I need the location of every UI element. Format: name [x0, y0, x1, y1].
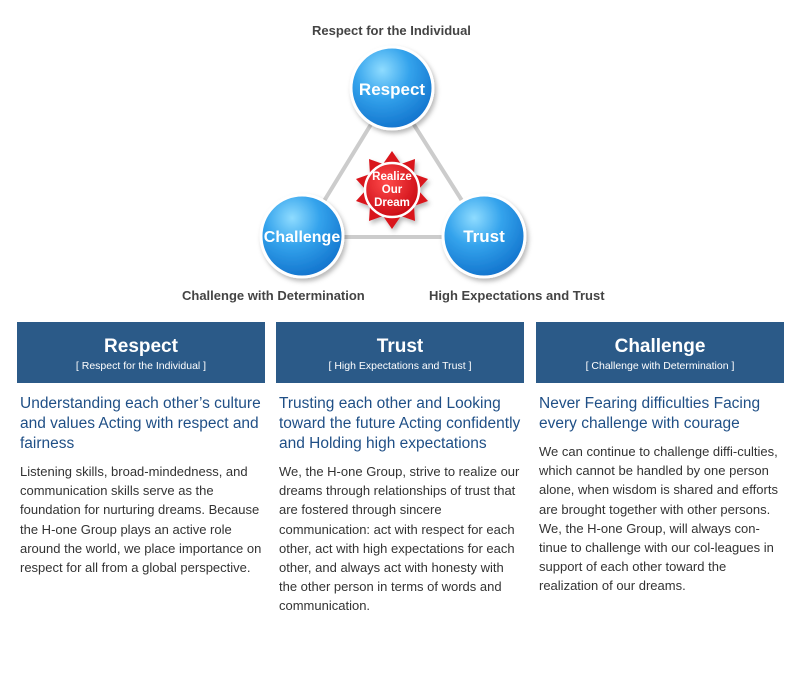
respect-node: Respect [349, 45, 435, 131]
card-title: Respect [104, 336, 178, 357]
values-diagram: Realize Our Dream Respect Challenge Trus… [259, 45, 527, 279]
right-caption: High Expectations and Trust [429, 288, 605, 303]
value-cards: Respect [ Respect for the Individual ] U… [0, 322, 800, 700]
top-caption: Respect for the Individual [312, 23, 471, 38]
badge-line-1: Realize [372, 171, 412, 183]
card-title: Challenge [614, 336, 706, 357]
trust-card: Trust [ High Expectations and Trust ] Tr… [276, 322, 524, 616]
triangle-connector [300, 88, 487, 239]
card-body: We can continue to challenge diffi-culti… [539, 444, 778, 594]
trust-node-label: Trust [463, 227, 505, 246]
badge-line-2: Our [382, 184, 403, 196]
card-subtitle: [ High Expectations and Trust ] [328, 360, 472, 372]
challenge-node: Challenge [259, 193, 345, 279]
card-body: We, the H-one Group, strive to realize o… [279, 464, 520, 614]
trust-node: Trust [441, 193, 527, 279]
respect-card: Respect [ Respect for the Individual ] U… [17, 322, 265, 577]
trust-card-header: Trust [ High Expectations and Trust ] [276, 322, 524, 383]
challenge-card-header: Challenge [ Challenge with Determination… [536, 322, 784, 383]
card-subtitle: [ Respect for the Individual ] [75, 360, 207, 372]
realize-our-dream-badge: Realize Our Dream [356, 151, 428, 229]
card-heading: Trusting each other and Looking toward t… [279, 395, 521, 452]
respect-card-header: Respect [ Respect for the Individual ] [17, 322, 265, 383]
badge-line-3: Dream [374, 197, 410, 209]
card-title: Trust [376, 336, 424, 357]
challenge-card: Challenge [ Challenge with Determination… [536, 322, 784, 596]
card-body: Listening skills, broad-mindedness, and … [20, 464, 262, 576]
card-heading: Understanding each other’s culture and v… [20, 395, 261, 452]
card-subtitle: [ Challenge with Determination ] [585, 360, 735, 372]
respect-node-label: Respect [359, 80, 425, 99]
challenge-node-label: Challenge [264, 229, 341, 246]
left-caption: Challenge with Determination [182, 288, 365, 303]
card-heading: Never Fearing difficulties Facing every … [539, 395, 761, 432]
